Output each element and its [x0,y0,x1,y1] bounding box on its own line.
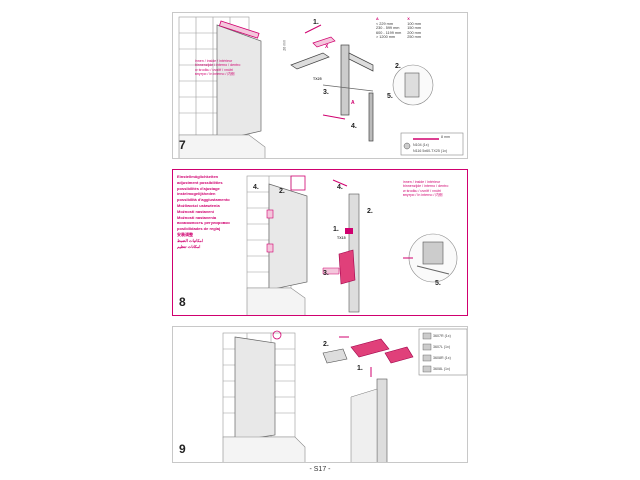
bath-tub [246,287,306,315]
end-cap-pink-2 [384,346,414,364]
step-label-1: 1. [357,365,363,372]
adjust-tool [338,249,356,285]
step-label-3: 3. [323,89,329,96]
part-3608l: 3608L (1x) [433,367,451,371]
inside-labels: innen / inside / intérieur binnenzijde /… [403,180,449,198]
col-a-header: A [376,17,379,21]
step-label-2: 2. [395,63,401,70]
dimension-a: A [351,100,355,106]
direction-arrows [339,336,372,377]
step-label-4-detail: 4. [337,184,343,191]
inside-label: binnenzijde / interno / dentro [195,63,241,68]
step-label-2-detail: 2. [367,208,373,215]
highlight-circle [272,330,282,340]
step-label-3: 3. [323,270,329,277]
glass-panel [268,183,308,291]
glass-panel [234,336,276,442]
adjustment-labels: Einstellmöglichkeiten adjustment possibi… [177,174,230,249]
glass-panel [216,24,262,142]
part-3607l: 3607L (1x) [433,345,451,349]
part-3608r: 3608R (1x) [433,356,451,360]
tx25-label: TX25 [313,77,322,81]
step-8-panel: Einstellmöglichkeiten adjustment possibi… [172,169,468,316]
step-7-illustration [178,16,464,158]
step-number: 8 [179,295,186,309]
inside-label: внутри / In interno / 内侧 [195,72,235,77]
inside-labels: innen / inside / intérieur binnenzijde /… [195,59,259,77]
tx15-label: TX15 [337,236,346,240]
step-7-panel: innen / inside / intérieur binnenzijde /… [172,12,468,159]
dimension-x: X [325,44,329,50]
step-label-4: 4. [351,123,357,130]
inside-label: innen / inside / intérieur [195,59,233,63]
direction-arrows [304,24,346,120]
part-n116: N116 5x60-TX25 (1x) [413,149,448,153]
step-label-4: 4. [253,184,259,191]
step-label-2: 2. [279,188,285,195]
step-label-5: 5. [387,93,393,100]
col-x-header: X [407,17,410,21]
wall-profile [376,378,388,462]
step-9-panel: 2. 1. 3607R (1x) 3607L (1x) 3608R (1x) 3… [172,326,468,463]
part-drill-8mm: 8 mm [441,135,450,139]
adjust-screw [345,228,353,234]
highlight-top [290,175,306,191]
bath-tub [178,134,266,158]
table-header-row: A X [373,17,424,22]
stabilizer-bar [290,36,374,142]
end-cap-pink-1 [350,338,390,358]
step-8-illustration [246,175,458,315]
hinge-top [266,209,274,219]
inside-label: w środku / uvnitř / vnútri [195,67,233,72]
step-number: 9 [179,442,186,456]
step-label-5: 5. [435,280,441,287]
step-label-1: 1. [333,226,339,233]
step-number: 7 [179,138,186,152]
bath-tub [222,436,306,462]
step-9-illustration [222,328,467,462]
top-profile-highlight [218,20,260,39]
dimension-20mm: 20 mm [282,39,287,51]
step-label-2: 2. [323,341,329,348]
part-n104: N104 (1x) [413,143,429,147]
end-cap-grey [322,348,348,364]
direction-arrows [332,179,413,259]
part-3607r: 3607R (1x) [433,334,451,338]
hinge-bottom [266,243,274,253]
page-number: - S17 - [309,466,331,473]
step-label-1: 1. [313,19,319,26]
